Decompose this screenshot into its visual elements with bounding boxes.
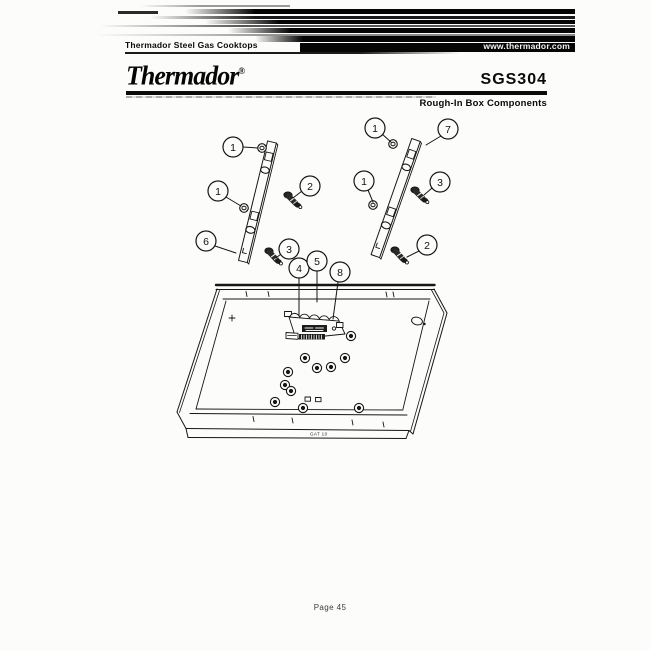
callout-balloons: 1 1 6 2 3 4 5 8 1 7 1 3 2 — [195, 117, 459, 283]
svg-text:2: 2 — [307, 181, 313, 193]
svg-text:5: 5 — [314, 256, 320, 268]
svg-text:3: 3 — [437, 177, 443, 189]
scan-streak — [228, 28, 575, 33]
svg-text:1: 1 — [215, 186, 221, 198]
registered-trademark-symbol: ® — [238, 65, 246, 76]
callout-2: 2 — [299, 175, 321, 197]
right-mounting-rail — [369, 137, 423, 260]
svg-text:8: 8 — [337, 267, 343, 279]
brand-logo: Thermador® — [126, 60, 245, 91]
callout-6: 6 — [195, 230, 217, 252]
terminal-block-label — [302, 325, 327, 332]
terminal-block — [284, 311, 346, 340]
section-title: Rough-In Box Components — [419, 97, 547, 109]
scan-streak — [255, 36, 575, 42]
scan-streak — [96, 34, 575, 36]
svg-text:2: 2 — [424, 240, 430, 252]
model-number: SGS304 — [480, 71, 547, 88]
callout-8: 8 — [329, 261, 351, 283]
svg-text:4: 4 — [296, 263, 302, 275]
svg-text:1: 1 — [230, 142, 236, 154]
product-line-label: Thermador Steel Gas Cooktops — [125, 40, 258, 50]
svg-text:1: 1 — [372, 123, 378, 135]
callout-4: 4 — [288, 257, 310, 279]
page-number: Page 45 — [313, 603, 347, 612]
callout-3: 3 — [278, 238, 300, 260]
callout-1: 1 — [364, 117, 386, 139]
website-label: www.thermador.com — [483, 40, 570, 51]
callout-1: 1 — [353, 170, 375, 192]
grommet-holes — [269, 330, 365, 414]
header-rule-shadow — [126, 96, 436, 98]
left-mounting-rail — [237, 140, 279, 265]
screw-icon — [239, 203, 249, 213]
scan-streak — [140, 5, 290, 7]
scan-streak — [300, 43, 575, 52]
callout-7: 7 — [437, 118, 459, 140]
svg-text:3: 3 — [286, 244, 292, 256]
brand-wordmark: Thermador — [126, 60, 239, 91]
svg-text:1: 1 — [361, 176, 367, 188]
scan-streak — [125, 52, 460, 54]
callout-3: 3 — [429, 171, 451, 193]
svg-text:7: 7 — [445, 124, 451, 136]
box-stamp-text: GAT 10 — [310, 432, 328, 437]
callout-1: 1 — [222, 136, 244, 158]
terminal-connector — [299, 334, 325, 340]
callout-1: 1 — [207, 180, 229, 202]
callout-5: 5 — [306, 250, 328, 272]
valve-fitting-icon — [283, 192, 303, 209]
valve-fitting-icon — [410, 187, 430, 204]
callout-leader-lines — [214, 133, 442, 320]
screw-icon — [257, 143, 267, 153]
scan-streak — [118, 11, 158, 14]
header-rule — [126, 91, 547, 95]
callout-2: 2 — [416, 234, 438, 256]
rough-in-box: GAT 10 — [176, 283, 448, 439]
scan-streak — [100, 25, 575, 27]
scan-streak — [205, 20, 575, 24]
scan-streak — [185, 9, 575, 14]
valve-fitting-icon — [389, 246, 409, 264]
scan-streak — [150, 16, 575, 19]
svg-text:6: 6 — [203, 236, 209, 248]
